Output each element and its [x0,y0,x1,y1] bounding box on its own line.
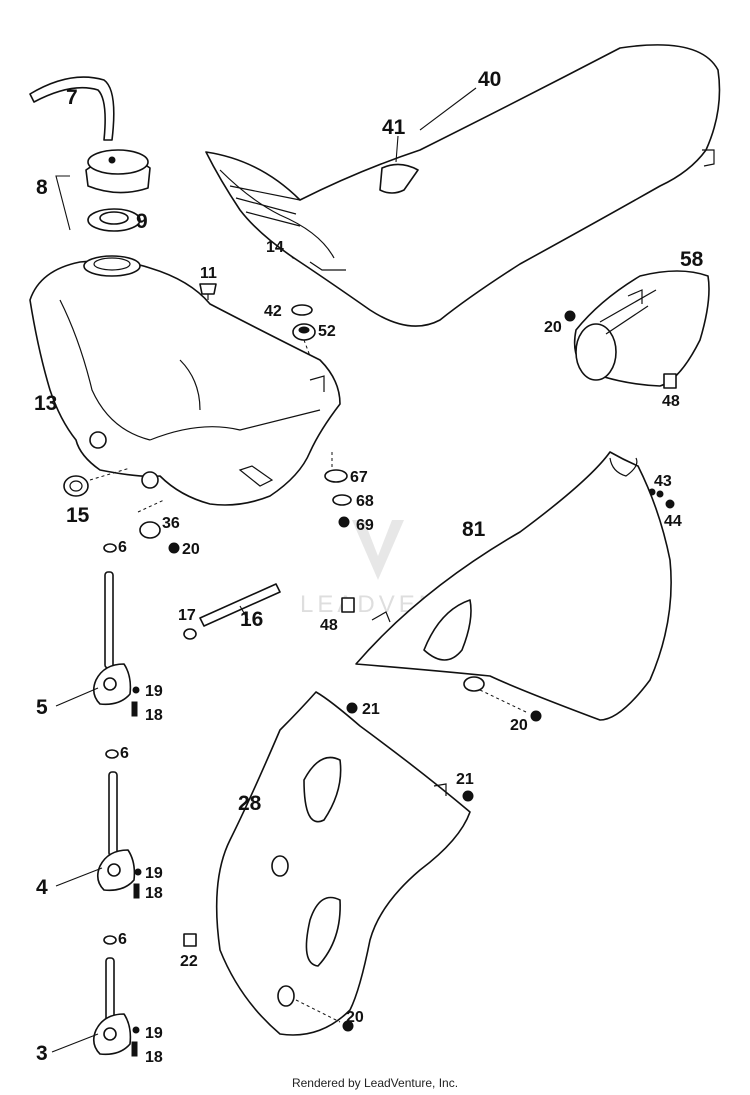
label-68: 68 [356,493,374,510]
label-19a: 19 [145,683,163,700]
side-panel-28 [215,691,471,1036]
label-6c: 6 [118,931,127,948]
label-48a: 48 [662,393,680,410]
clip-48b [341,597,355,613]
label-3: 3 [36,1042,48,1065]
label-43: 43 [654,473,672,490]
leader-8 [55,175,71,231]
label-21a: 21 [362,701,380,718]
clip-48a [663,373,677,389]
bolt-20d [342,1020,354,1032]
label-69: 69 [356,517,374,534]
label-7: 7 [66,86,78,109]
label-6a: 6 [118,539,127,556]
fuel-tap-4 [96,771,136,892]
seat [205,44,721,327]
label-8: 8 [36,176,48,199]
label-18c: 18 [145,1049,163,1066]
fuel-tap-3 [92,957,132,1056]
cap-seal [87,208,141,232]
screw-11 [199,283,217,300]
leader-lines [51,87,477,1053]
label-18a: 18 [145,707,163,724]
label-5: 5 [36,696,48,719]
label-11: 11 [200,265,217,282]
bolt-20a [168,542,180,554]
bolt-44 [665,499,675,509]
label-4: 4 [36,876,48,899]
washer-68 [332,494,352,506]
washer-19a [132,686,140,694]
dash-15 [89,467,131,481]
label-14: 14 [266,239,284,256]
label-16: 16 [240,608,263,631]
rubber-52 [292,323,316,341]
screw-18b [133,883,140,899]
label-52: 52 [318,323,336,340]
washer-19c [132,1026,140,1034]
washer-19b [134,868,142,876]
bolt-21a [346,702,358,714]
oring-6c [103,935,117,945]
label-17: 17 [178,607,196,624]
label-22: 22 [180,953,198,970]
label-19b: 19 [145,865,163,882]
washer-42 [291,304,313,316]
label-81: 81 [462,518,486,541]
clamp-17 [183,628,197,640]
label-58: 58 [680,248,704,271]
fuel-cap [85,149,151,194]
label-48b: 48 [320,617,338,634]
bolt-20b [564,310,576,322]
label-21b: 21 [456,771,474,788]
label-20b: 20 [544,319,562,336]
clip-22 [183,933,197,947]
label-20c: 20 [510,717,528,734]
label-6b: 6 [120,745,129,762]
side-panel-81 [355,451,672,721]
nut-69 [338,516,350,528]
label-28: 28 [238,792,262,815]
oring-6b [105,749,119,759]
label-41: 41 [382,116,406,139]
washer-67 [324,469,348,483]
screw-18c [131,1041,138,1057]
grommet-15 [63,475,89,497]
label-40: 40 [478,68,501,91]
label-20a: 20 [182,541,200,558]
dash-28 [295,999,341,1023]
label-67: 67 [350,469,368,486]
label-18b: 18 [145,885,163,902]
tube-16 [199,583,281,627]
part-labels: 7 8 9 11 13 14 15 16 17 18 18 18 19 19 1… [34,68,704,1066]
label-15: 15 [66,504,90,527]
label-19c: 19 [145,1025,163,1042]
washer-43b [656,490,664,498]
label-20d: 20 [346,1009,364,1026]
dash-81 [479,689,527,713]
seat-bracket-58 [573,270,710,387]
screw-18a [131,701,138,717]
fuel-hose [29,76,115,141]
label-13: 13 [34,392,57,415]
dash-52 [303,339,311,357]
label-9: 9 [136,210,148,233]
oring-6a [103,543,117,553]
label-42: 42 [264,303,282,320]
bolt-21b [462,790,474,802]
label-36: 36 [162,515,180,532]
fuel-tap-5 [92,571,132,706]
fuel-tank [29,255,341,506]
label-44: 44 [664,513,682,530]
bolt-20c [530,710,542,722]
footer-credit: Rendered by LeadVenture, Inc. [291,1076,459,1090]
grommet-36 [137,499,165,539]
